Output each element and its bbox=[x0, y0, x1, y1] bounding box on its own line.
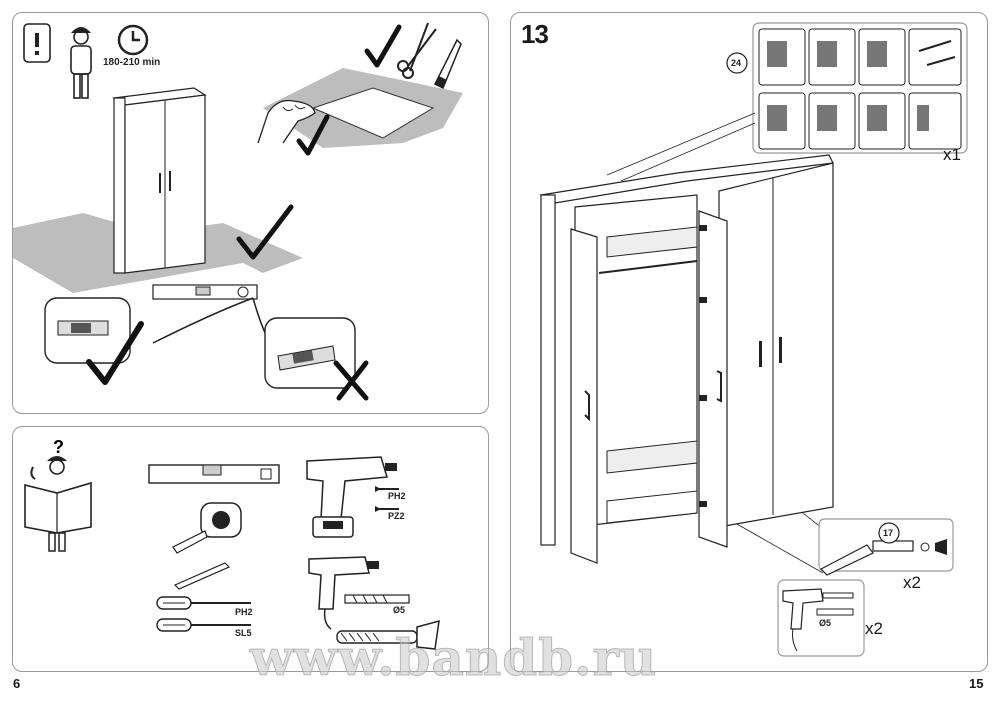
screw-part-number: 17 bbox=[883, 528, 894, 538]
level-correct-detail bbox=[44, 297, 131, 364]
drill-detail bbox=[777, 579, 865, 657]
preparation-panel: 180-210 min bbox=[12, 12, 489, 414]
check-icon bbox=[296, 114, 330, 156]
screwdriver-sl5-icon bbox=[156, 618, 251, 632]
tools-panel: ? PH2 SL5 PH2 bbox=[12, 426, 489, 672]
bit-ph2-label: PH2 bbox=[388, 491, 406, 501]
three-door-wardrobe-illustration bbox=[539, 154, 834, 564]
read-manual-icon: ? bbox=[24, 437, 92, 552]
screw-quantity: x2 bbox=[903, 573, 921, 592]
step-13-panel: 13 24 x1 bbox=[510, 12, 988, 672]
hand-icon bbox=[257, 99, 316, 144]
spirit-level-icon bbox=[148, 464, 280, 484]
bit-pz2-label: PZ2 bbox=[388, 511, 405, 521]
level-wrong-detail bbox=[264, 317, 356, 389]
part-number-17-circle bbox=[878, 522, 900, 544]
cardboard-sheet bbox=[263, 68, 463, 148]
pointer-arrow bbox=[152, 297, 274, 349]
drill-bit-icon bbox=[344, 594, 410, 604]
drill-bit-size-label: Ø5 bbox=[819, 618, 832, 628]
drill-quantity: x2 bbox=[865, 619, 883, 638]
callout-number-label: 24 bbox=[731, 58, 742, 68]
svg-text:?: ? bbox=[53, 437, 64, 457]
cross-icon bbox=[333, 360, 369, 401]
step-number: 13 bbox=[521, 19, 549, 49]
pencil-icon bbox=[173, 562, 231, 590]
screw-detail bbox=[818, 518, 954, 576]
scissors-icon bbox=[397, 22, 437, 79]
cordless-drill-icon bbox=[306, 456, 397, 538]
wardrobe-illustration bbox=[112, 87, 207, 274]
hammer-icon bbox=[336, 619, 440, 650]
watermark-text: www.bandb.ru bbox=[249, 628, 658, 688]
hinge-detail-steps bbox=[752, 22, 968, 154]
check-icon bbox=[236, 204, 294, 260]
utility-knife-icon bbox=[433, 38, 462, 90]
spirit-level-illustration bbox=[152, 284, 258, 300]
drill-bit-label: Ø5 bbox=[393, 605, 406, 615]
corded-drill-icon bbox=[308, 556, 379, 630]
right-page-number: 15 bbox=[969, 676, 984, 691]
check-icon bbox=[86, 321, 144, 385]
screwdriver-sl5-label: SL5 bbox=[235, 628, 252, 638]
bit-ph2-icon bbox=[375, 486, 399, 492]
callout-number-24 bbox=[726, 52, 748, 74]
detail-quantity: x1 bbox=[943, 145, 961, 164]
bit-pz2-icon bbox=[375, 506, 399, 512]
worker-icon bbox=[70, 27, 92, 99]
screwdriver-ph2-label: PH2 bbox=[235, 607, 253, 617]
screwdriver-ph2-icon bbox=[156, 596, 251, 610]
clock-icon bbox=[117, 24, 149, 56]
tape-measure-icon bbox=[172, 502, 242, 554]
check-icon bbox=[364, 24, 402, 68]
duration-label: 180-210 min bbox=[103, 57, 161, 68]
left-page-number: 6 bbox=[13, 676, 21, 691]
warning-icon bbox=[23, 23, 51, 63]
